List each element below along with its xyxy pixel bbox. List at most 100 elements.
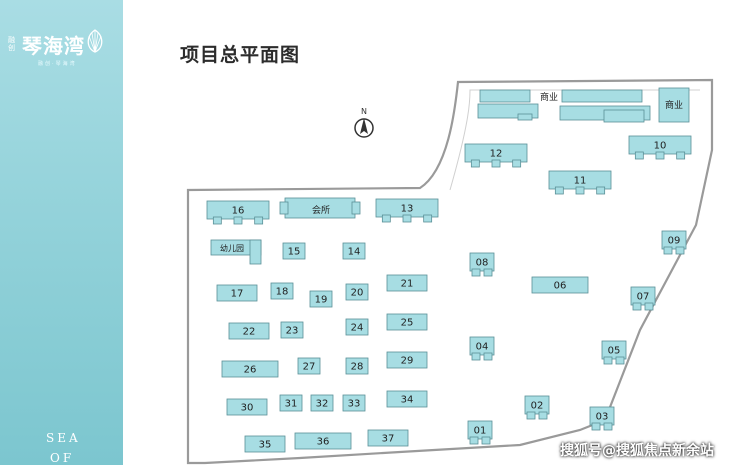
building-footprint	[345, 318, 369, 336]
building-12: 12	[464, 143, 528, 168]
building-footprint	[228, 322, 270, 340]
building-footprint	[386, 390, 428, 408]
building-number: 32	[316, 399, 329, 410]
building-24: 24	[345, 318, 369, 336]
building-wing	[603, 422, 613, 431]
building-19: 19	[309, 290, 333, 308]
building-footprint	[282, 242, 306, 260]
building-wing	[644, 302, 654, 311]
commercial-block-right	[559, 89, 651, 123]
building-footprint	[467, 420, 493, 440]
building-wing	[471, 268, 481, 277]
building-footprint	[221, 360, 279, 378]
clubhouse-label: 会所	[312, 204, 330, 216]
building-05: 05	[601, 340, 627, 365]
building-wing	[615, 356, 625, 365]
building-footprint	[630, 286, 656, 306]
building-number: 37	[382, 434, 395, 445]
building-11: 11	[548, 170, 612, 195]
building-footprint	[342, 394, 366, 412]
north-compass-icon: N	[354, 107, 374, 138]
building-17: 17	[216, 284, 258, 302]
logo-text: 琴海湾	[22, 34, 85, 58]
building-wing	[233, 216, 243, 225]
building-footprint	[279, 394, 303, 412]
logo-prefix: 融创	[8, 36, 15, 52]
building-number: 19	[315, 295, 328, 306]
building-footprint	[367, 429, 409, 447]
building-wing	[676, 151, 686, 160]
building-wing	[470, 159, 480, 168]
page-title: 项目总平面图	[180, 44, 301, 66]
kindergarten-building	[210, 239, 262, 265]
building-07: 07	[630, 286, 656, 311]
building-26: 26	[221, 360, 279, 378]
building-02: 02	[524, 395, 550, 420]
building-number: 07	[637, 292, 650, 303]
kindergarten-label: 幼儿园	[220, 243, 244, 253]
building-footprint	[661, 230, 687, 250]
building-number: 14	[348, 247, 361, 258]
building-wing	[575, 186, 585, 195]
building-number: 30	[241, 403, 254, 414]
commercial-label-2: 商业	[665, 99, 683, 111]
building-number: 12	[490, 149, 503, 160]
building-number: 34	[401, 395, 414, 406]
building-wing	[254, 216, 264, 225]
building-number: 25	[401, 318, 414, 329]
logo-subtitle: 融创·琴海湾	[38, 61, 77, 67]
commercial-block-left	[477, 89, 539, 121]
building-03: 03	[589, 406, 615, 431]
building-footprint	[469, 336, 495, 356]
building-33: 33	[342, 394, 366, 412]
site-boundary	[186, 78, 714, 465]
building-35: 35	[244, 435, 286, 453]
building-wing	[663, 246, 673, 255]
building-wing	[526, 411, 536, 420]
building-number: 01	[474, 426, 487, 437]
building-wing	[591, 422, 601, 431]
building-number: 21	[401, 279, 414, 290]
building-wing	[481, 436, 491, 445]
watermark-text: 搜狐号@搜狐焦点新余站	[560, 443, 714, 459]
building-09: 09	[661, 230, 687, 255]
building-number: 29	[401, 356, 414, 367]
building-wing	[212, 216, 222, 225]
building-wing	[483, 352, 493, 361]
building-footprint	[531, 276, 589, 294]
building-36: 36	[294, 432, 352, 450]
building-14: 14	[342, 242, 366, 260]
building-number: 13	[401, 204, 414, 215]
building-wing	[471, 352, 481, 361]
building-number: 26	[244, 365, 257, 376]
building-number: 28	[351, 362, 364, 373]
building-number: 20	[351, 288, 364, 299]
building-footprint	[589, 406, 615, 426]
building-wing	[655, 151, 665, 160]
building-footprint	[386, 274, 428, 292]
building-footprint	[216, 284, 258, 302]
building-number: 31	[285, 399, 298, 410]
building-number: 17	[231, 289, 244, 300]
building-wing	[632, 302, 642, 311]
building-wing	[423, 214, 433, 223]
building-footprint	[294, 432, 352, 450]
building-number: 27	[303, 362, 316, 373]
building-number: 22	[243, 327, 256, 338]
building-wing	[469, 436, 479, 445]
building-number: 10	[654, 141, 667, 152]
building-number: 11	[574, 176, 587, 187]
building-30: 30	[226, 398, 268, 416]
building-footprint	[386, 351, 428, 369]
building-footprint	[244, 435, 286, 453]
building-number: 36	[317, 437, 330, 448]
building-06: 06	[531, 276, 589, 294]
building-27: 27	[297, 357, 321, 375]
building-01: 01	[467, 420, 493, 445]
building-10: 10	[628, 135, 692, 160]
building-number: 05	[608, 346, 621, 357]
building-number: 04	[476, 342, 489, 353]
building-22: 22	[228, 322, 270, 340]
